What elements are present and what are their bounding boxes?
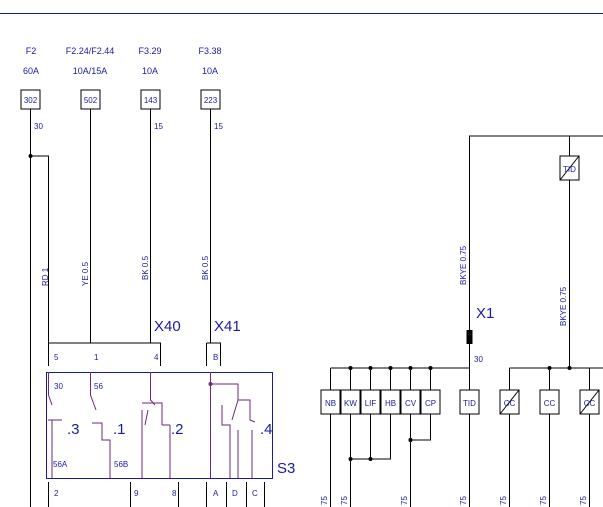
inner-label: 30 xyxy=(54,382,63,391)
module-tid: TID xyxy=(459,368,480,415)
pin-label: C xyxy=(252,489,258,498)
switch-connector-top: 5 1 4 B xyxy=(48,342,221,366)
fuse-f3-29: F3.29 10A 143 15 xyxy=(138,46,163,131)
module-nb: NB xyxy=(320,368,341,415)
pin-label: B xyxy=(213,353,218,362)
module-label: CC xyxy=(504,399,516,408)
wire-number: 75 xyxy=(499,496,508,505)
wire-number: 75 xyxy=(579,496,588,505)
module-hb: HB xyxy=(380,368,401,415)
wire-label-ye: YE 0.5 xyxy=(81,261,90,286)
wire-number: 75 xyxy=(539,496,548,505)
fuse-rating: 60A xyxy=(23,66,39,76)
fuse-f2-24: F2.24/F2.44 10A/15A 502 xyxy=(66,46,115,110)
wire-label-bk-1: BK 0.5 xyxy=(141,255,150,280)
wire-number: 75 xyxy=(320,496,329,505)
right-bus: TID BKYE 0.75 BKYE 0.75 X1 30 xyxy=(330,135,603,370)
module-cp: CP xyxy=(420,368,441,415)
fuse-label: F2 xyxy=(26,46,37,56)
fuse-id: 502 xyxy=(84,96,98,105)
module-label: CV xyxy=(405,399,417,408)
pin-label: 5 xyxy=(54,353,59,362)
module-lower-wiring xyxy=(330,414,590,507)
fuse-pin: 15 xyxy=(154,122,163,131)
wire-label-bkye-1: BKYE 0.75 xyxy=(459,245,468,285)
wire-number: 75 xyxy=(459,496,468,505)
switch-name: S3 xyxy=(277,460,295,477)
fuse-label: F2.24/F2.44 xyxy=(66,46,115,56)
fuse-label: F3.29 xyxy=(138,46,161,56)
modules: NB KW LIF HB CV CP T xyxy=(320,368,600,415)
inner-label: 56 xyxy=(94,382,103,391)
pin-label: 1 xyxy=(94,353,99,362)
fuse-id: 143 xyxy=(144,96,158,105)
wire-number: 75 xyxy=(340,496,349,505)
fuse-wires xyxy=(28,109,211,507)
contact-label: .3 xyxy=(67,421,80,438)
fuse-pin: 15 xyxy=(214,122,223,131)
module-cv: CV xyxy=(400,368,421,415)
fuse-rating: 10A xyxy=(142,66,158,76)
pin-label: 9 xyxy=(134,489,139,498)
inner-label: 56B xyxy=(114,460,128,469)
pin-label: 4 xyxy=(154,353,159,362)
contact-label: .4 xyxy=(260,421,273,438)
contact-label: .1 xyxy=(113,421,126,438)
module-cc-3: CC xyxy=(579,368,600,415)
wire-label-bk-2: BK 0.5 xyxy=(201,255,210,280)
pin-label: D xyxy=(232,489,238,498)
module-kw: KW xyxy=(340,368,361,415)
module-label: NB xyxy=(325,399,336,408)
connector-x1: X1 xyxy=(476,305,494,322)
module-label: TID xyxy=(463,399,476,408)
module-cc-1: CC xyxy=(499,368,520,415)
module-label: LIF xyxy=(365,399,377,408)
pin-label: 8 xyxy=(172,489,177,498)
x1-plug xyxy=(466,330,473,344)
fuse-rating: 10A/15A xyxy=(73,66,108,76)
module-label: KW xyxy=(344,399,357,408)
connector-x40: X40 xyxy=(154,318,181,335)
switch-connector-bottom: 2 9 8 A D C xyxy=(48,482,265,507)
module-cc-2: CC xyxy=(539,368,560,415)
connector-x41: X41 xyxy=(214,318,241,335)
module-label: CC xyxy=(584,399,596,408)
fuse-id: 302 xyxy=(24,96,38,105)
module-label: HB xyxy=(385,399,396,408)
module-label: CP xyxy=(425,399,436,408)
fuse-id: 223 xyxy=(204,96,218,105)
tid-top-label: TID xyxy=(563,165,576,174)
switch-s3: S3 30 56 56A 56B .3 .1 .2 .4 xyxy=(46,372,295,479)
wire-number: 75 xyxy=(400,496,409,505)
fuse-f2: F2 60A 302 30 xyxy=(20,46,43,131)
module-label: CC xyxy=(544,399,556,408)
fuse-pin: 30 xyxy=(34,122,43,131)
wire-label-bkye-2: BKYE 0.75 xyxy=(559,286,568,326)
fuse-rating: 10A xyxy=(202,66,218,76)
wire-label-rd: RD 1 xyxy=(41,267,50,286)
fuse-f3-38: F3.38 10A 223 15 xyxy=(198,46,223,131)
x1-pin: 30 xyxy=(474,355,483,364)
module-lif: LIF xyxy=(360,368,381,415)
pin-label: A xyxy=(213,489,219,498)
pin-label: 2 xyxy=(54,489,59,498)
inner-label: 56A xyxy=(53,460,68,469)
bottom-numbers: 75 75 75 75 75 75 75 xyxy=(320,496,588,505)
fuse-label: F3.38 xyxy=(198,46,221,56)
contact-label: .2 xyxy=(171,421,184,438)
